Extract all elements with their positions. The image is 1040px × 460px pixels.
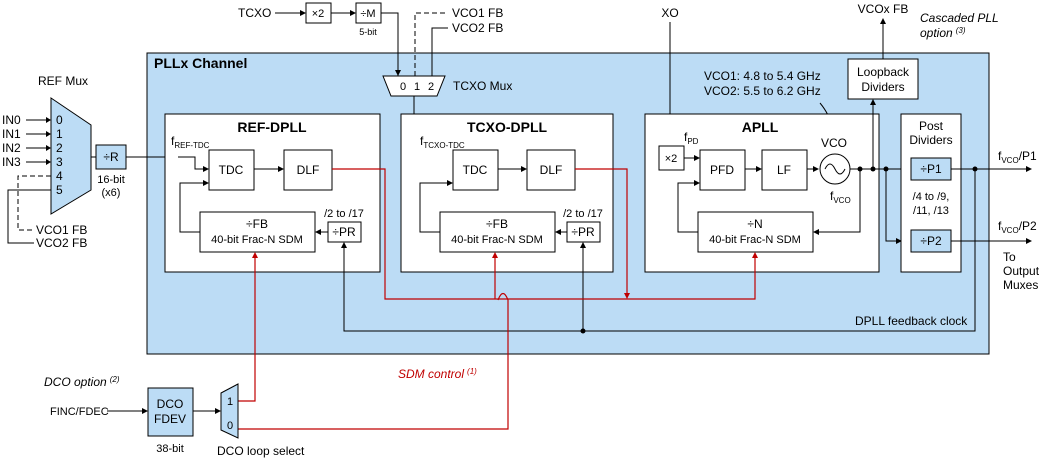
dco-mux-0: 0: [227, 420, 233, 432]
ref-pr-label: ÷PR: [332, 225, 356, 239]
apll-box: [644, 113, 880, 273]
tcxo-mux-in-1: 1: [414, 81, 420, 93]
ref-fb-sdm: 40-bit Frac-N SDM: [211, 234, 303, 246]
dco-fdev-block: [147, 387, 194, 437]
divr-bits: 16-bit: [97, 174, 125, 186]
tcxo-dlf-label: DLF: [540, 163, 563, 177]
ref-mux-idx1: 1: [56, 127, 63, 141]
dco-loop-select: DCO loop select: [217, 444, 305, 458]
ref-fb-label: ÷FB: [246, 217, 268, 231]
tcxo-mux-in-2: 2: [428, 81, 434, 93]
divr-label: ÷R: [103, 150, 119, 164]
tcxo-pr-label: ÷PR: [571, 225, 595, 239]
apll-fvco: fVCO: [830, 189, 851, 205]
ref-mux-idx4: 4: [56, 169, 63, 183]
ref-mux-idx0: 0: [56, 113, 63, 127]
dco-label-2: FDEV: [154, 412, 186, 426]
ref-pr-range: /2 to /17: [324, 208, 364, 220]
vco2-range: VCO2: 5.5 to 6.2 GHz: [704, 84, 821, 98]
ref-tdc-block: [208, 149, 255, 191]
apll-lf-label: LF: [777, 163, 791, 177]
sdm-control-label: SDM control(1): [398, 367, 477, 381]
out1-label: fVCO/P1: [998, 149, 1037, 165]
ref-dpll-title: REF-DPLL: [237, 119, 307, 135]
tcxo-pr-range: /2 to /17: [563, 208, 603, 220]
dpll-feedback-label: DPLL feedback clock: [855, 314, 968, 328]
tcxo-vco1-fb-label: VCO1 FB: [452, 6, 503, 20]
pllx-channel-title: PLLx Channel: [154, 55, 247, 71]
loopback-label-1: Loopback: [857, 65, 910, 79]
ref-mux-label: REF Mux: [38, 74, 88, 88]
tcxo-tdc-block: [452, 149, 499, 191]
vcox-fb-label: VCOx FB: [858, 2, 909, 16]
ref-fb-block: [199, 211, 316, 253]
p1-range-1: /4 to /9,: [913, 191, 950, 203]
apll-vco-label: VCO: [821, 136, 847, 150]
apll-pfd-label: PFD: [710, 163, 734, 177]
ref-mux: [50, 97, 92, 215]
p1-range-2: /11, /13: [913, 205, 949, 217]
p2-label: ÷P2: [920, 234, 942, 248]
divm-bits: 5-bit: [359, 27, 377, 37]
dco-mux-1: 1: [227, 396, 233, 408]
ref-mux-idx5: 5: [56, 183, 63, 197]
apll-x2-label: ×2: [665, 153, 678, 165]
apll-title: APLL: [742, 119, 779, 135]
dco-bits: 38-bit: [156, 443, 184, 455]
xo-label: XO: [661, 6, 678, 20]
loopback-label-2: Dividers: [861, 80, 904, 94]
out2-label: fVCO/P2: [998, 219, 1037, 235]
ref-dlf-block: [283, 149, 333, 191]
post-dividers-title-1: Post: [919, 119, 944, 133]
vco1-range: VCO1: 4.8 to 5.4 GHz: [704, 69, 821, 83]
dco-label-1: DCO: [157, 397, 184, 411]
post-dividers-title-2: Dividers: [909, 133, 952, 147]
ref-mux-in0: IN0: [2, 113, 21, 127]
apll-n-sdm: 40-bit Frac-N SDM: [709, 234, 801, 246]
tcxo-fb-sdm: 40-bit Frac-N SDM: [451, 234, 543, 246]
to-muxes-3: Muxes: [1003, 278, 1038, 292]
cascaded-option: Cascaded PLL: [920, 11, 999, 25]
dco-option-label: DCO option(2): [44, 375, 120, 389]
apll-pfd-block: [699, 149, 746, 191]
cascaded-option-line2: option(3): [920, 26, 966, 40]
to-muxes-2: Output: [1003, 264, 1040, 278]
ref-mux-in1: IN1: [2, 127, 21, 141]
tcxo-tdc-label: TDC: [463, 163, 488, 177]
ref-dlf-label: DLF: [297, 163, 320, 177]
tcxo-mux-label: TCXO Mux: [453, 79, 512, 93]
dco-loop-mux: [220, 383, 239, 439]
ref-mux-in3: IN3: [2, 155, 21, 169]
tcxo-input-label: TCXO: [238, 6, 271, 20]
tcxo-fb-label: ÷FB: [486, 217, 508, 231]
ref-vco2-fb: VCO2 FB: [36, 236, 87, 250]
divr-count: (x6): [102, 187, 121, 199]
p1-label: ÷P1: [920, 162, 942, 176]
tcxo-x2-label: ×2: [312, 8, 325, 20]
tcxo-dpll-title: TCXO-DPLL: [467, 119, 548, 135]
ref-tdc-freq: fREF-TDC: [171, 134, 210, 150]
tcxo-vco2-fb-label: VCO2 FB: [452, 21, 503, 35]
divr-block: [95, 144, 127, 170]
ref-mux-idx3: 3: [56, 155, 63, 169]
loopback-dividers-block: [847, 58, 919, 100]
ref-vco1-fb: VCO1 FB: [36, 223, 87, 237]
finc-fdec-label: FINC/FDEC: [50, 406, 109, 418]
ref-tdc-label: TDC: [219, 163, 244, 177]
apll-fpd: fPD: [684, 130, 699, 146]
divm-label: ÷M: [360, 8, 375, 20]
ref-mux-idx2: 2: [56, 141, 63, 155]
apll-n-label: ÷N: [747, 217, 762, 231]
ref-mux-in2: IN2: [2, 141, 21, 155]
tcxo-mux: [382, 75, 446, 97]
tcxo-dlf-block: [526, 149, 576, 191]
tcxo-tdc-freq: fTCXO-TDC: [420, 134, 465, 150]
to-muxes-1: To: [1003, 250, 1016, 264]
tcxo-mux-in-0: 0: [400, 81, 406, 93]
apll-lf-block: [761, 149, 808, 191]
